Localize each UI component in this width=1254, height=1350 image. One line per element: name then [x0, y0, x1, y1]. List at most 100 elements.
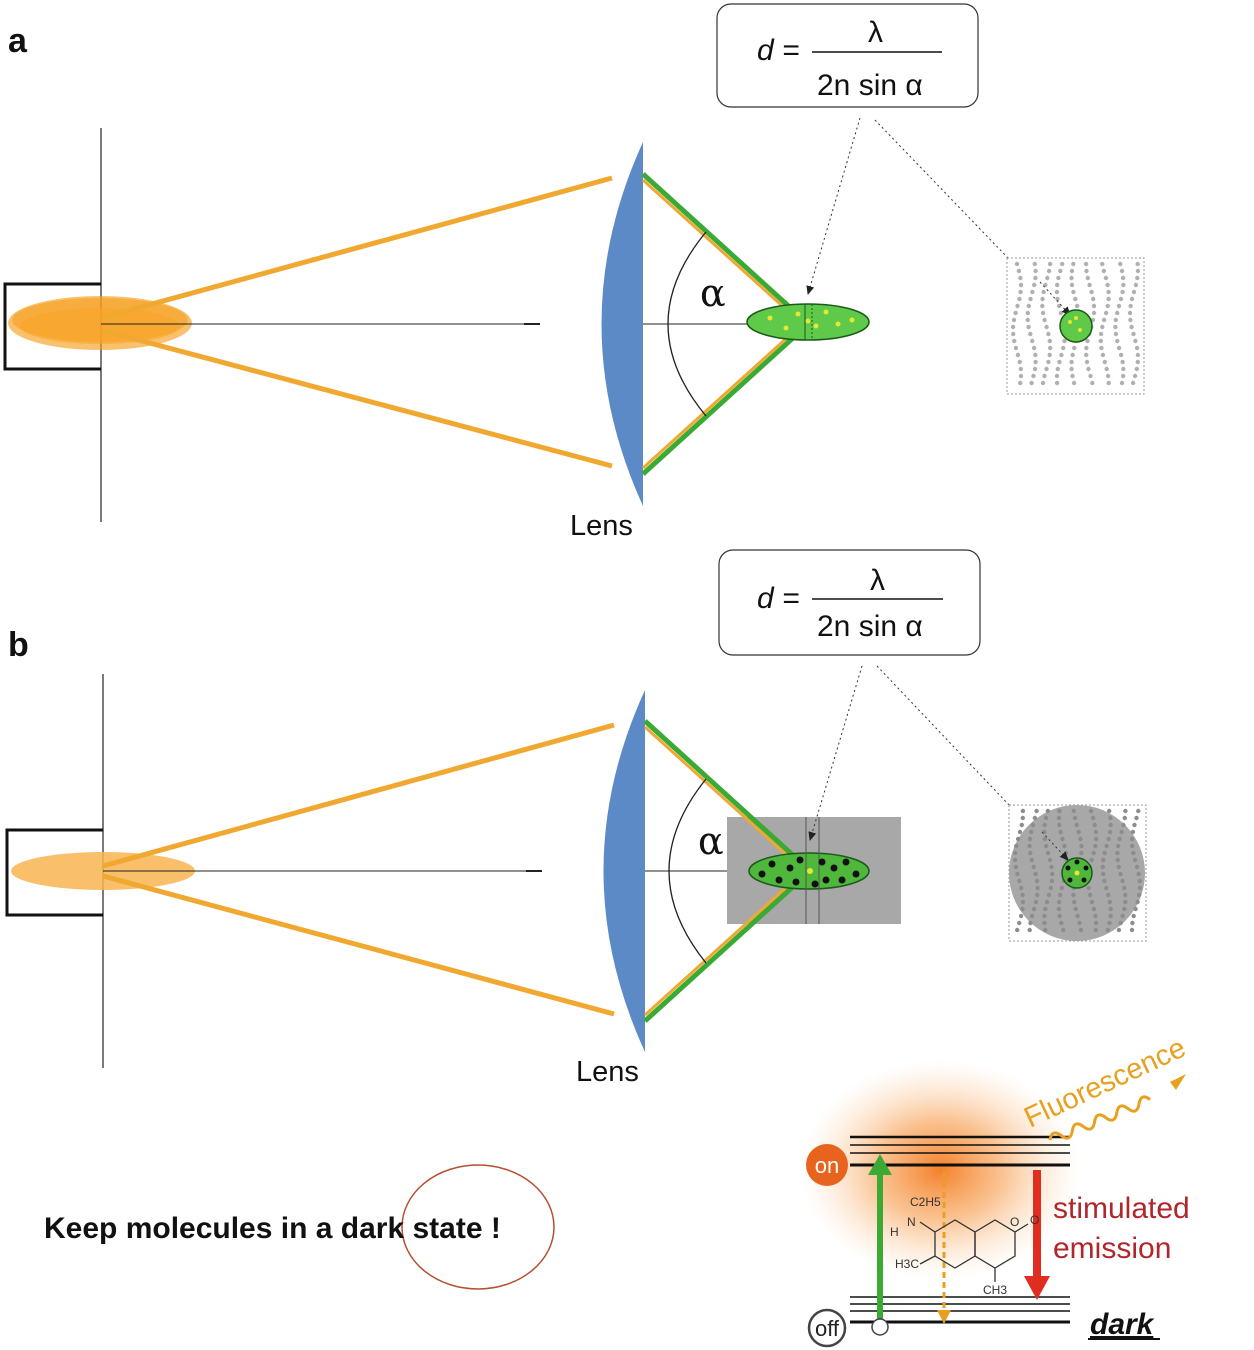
sample-structure-dot: [1030, 822, 1036, 828]
sample-structure-dot: [1129, 836, 1135, 842]
sample-structure-dot: [1102, 878, 1107, 884]
sample-structure-dot: [1099, 345, 1104, 351]
sample-structure-dot: [1085, 338, 1090, 344]
sample-structure-dot: [1050, 871, 1055, 877]
sample-structure-dot: [1015, 836, 1021, 842]
sample-structure-dot: [1106, 836, 1111, 842]
inset-focal-spot: [1059, 309, 1093, 343]
sample-structure-dot: [1118, 352, 1124, 358]
sample-structure-dot: [1132, 373, 1138, 379]
sample-structure-dot: [1115, 310, 1120, 316]
sample-structure-dot: [1079, 850, 1084, 856]
sample-structure-dot: [1119, 829, 1124, 835]
sample-structure-dot: [1043, 906, 1048, 912]
sample-structure-dot: [1085, 275, 1091, 281]
green-beam-upper: [641, 172, 807, 323]
sample-structure-dot: [1045, 808, 1051, 814]
sample-structure-dot: [1136, 892, 1142, 898]
sample-structure-dot: [1047, 338, 1053, 344]
sample-structure-dot: [1071, 289, 1076, 295]
sample-structure-dot: [1046, 892, 1052, 898]
sample-structure-dot: [1069, 366, 1074, 372]
sample-structure-dot: [1020, 899, 1026, 905]
sample-structure-dot: [1044, 366, 1049, 372]
panel-letter-b: b: [8, 626, 29, 664]
sample-structure-dot: [1135, 899, 1140, 905]
sample-structure-dot: [1108, 913, 1113, 919]
sample-structure-dot: [1072, 815, 1078, 821]
sample-structure-dot: [1058, 829, 1063, 835]
sample-structure-dot: [1055, 282, 1060, 288]
sample-structure-dot: [1087, 282, 1092, 288]
sample-structure-dot: [1121, 366, 1126, 372]
sample-structure-dot: [1132, 822, 1137, 828]
sample-structure-dot: [1034, 808, 1039, 814]
sample-structure-dot: [1018, 373, 1024, 379]
on-label: on: [815, 1153, 839, 1178]
sample-structure-dot: [1108, 906, 1113, 912]
sample-structure-dot: [1130, 920, 1135, 926]
sample-structure-dot: [1015, 303, 1020, 309]
lens: [601, 142, 643, 506]
sample-structure-dot: [1093, 843, 1098, 849]
sample-structure-dot: [1115, 850, 1120, 856]
sample-structure-dot: [1105, 282, 1110, 288]
sample-structure-dot: [1019, 822, 1024, 828]
sample-structure-dot: [1116, 345, 1122, 351]
formula-numerator: λ: [870, 564, 885, 597]
fluorescence-wave: [1048, 1095, 1152, 1141]
sample-structure-dot: [1029, 380, 1034, 386]
sample-structure-dot: [1045, 850, 1051, 856]
sample-structure-dot: [1084, 352, 1089, 358]
sample-structure-dot: [1123, 892, 1128, 898]
sample-structure-dot: [1043, 815, 1049, 821]
sample-structure-dot: [1122, 885, 1127, 891]
sample-structure-dot: [1059, 920, 1064, 926]
sample-structure-dot: [1033, 275, 1038, 281]
green-beam-lower: [643, 872, 809, 1023]
sample-structure-dot: [1013, 850, 1018, 856]
sample-structure-dot: [1106, 892, 1111, 898]
sample-structure-dot: [1137, 878, 1143, 884]
sample-structure-dot: [1079, 843, 1084, 849]
sample-structure-dot: [1074, 822, 1079, 828]
sample-structure-dot: [1033, 899, 1039, 905]
sample-structure-dot: [1017, 296, 1022, 302]
sample-structure-dot: [1088, 373, 1093, 379]
sample-structure-dot: [1077, 920, 1082, 926]
sample-structure-dot: [1135, 352, 1141, 358]
sample-structure-dot: [1091, 906, 1097, 912]
sample-structure-dot: [1088, 808, 1094, 814]
sample-structure-dot: [1048, 345, 1053, 351]
leader-to-spot: [806, 117, 861, 295]
lens: [603, 690, 645, 1052]
sample-structure-dot: [1131, 331, 1136, 337]
sample-structure-dot: [1100, 352, 1106, 358]
sample-structure-dot: [1040, 310, 1046, 316]
sample-structure-dot: [1057, 359, 1062, 365]
sample-structure-dot: [1106, 296, 1111, 302]
sample-structure-dot: [1028, 920, 1033, 926]
sample-structure-dot: [1104, 366, 1109, 372]
sample-structure-dot: [1118, 871, 1123, 877]
sample-bracket: [5, 828, 103, 917]
sample-structure-dot: [1101, 871, 1106, 877]
sample-structure-dot: [1029, 913, 1035, 919]
sample-structure-dot: [1075, 913, 1080, 919]
sample-structure-dot: [1011, 317, 1017, 323]
sample-structure-dot: [1054, 380, 1060, 386]
sample-structure-dot: [1059, 352, 1064, 358]
sample-structure-dot: [1058, 892, 1063, 898]
sample-structure-dot: [1101, 268, 1107, 274]
sample-structure-dot: [1027, 843, 1032, 849]
chem-ethyl: C2H5: [910, 1195, 941, 1209]
sample-structure-dot: [1049, 878, 1055, 884]
caption-group: Keep molecules in a dark state !: [44, 1164, 555, 1290]
sample-structure-dot: [1032, 261, 1038, 267]
sample-structure-dot: [1073, 906, 1078, 912]
sample-structure-dot: [1078, 836, 1083, 842]
sample-structure-dot: [1033, 268, 1038, 274]
sample-structure-dot: [1132, 857, 1138, 863]
sample-structure-dot: [1120, 373, 1126, 379]
